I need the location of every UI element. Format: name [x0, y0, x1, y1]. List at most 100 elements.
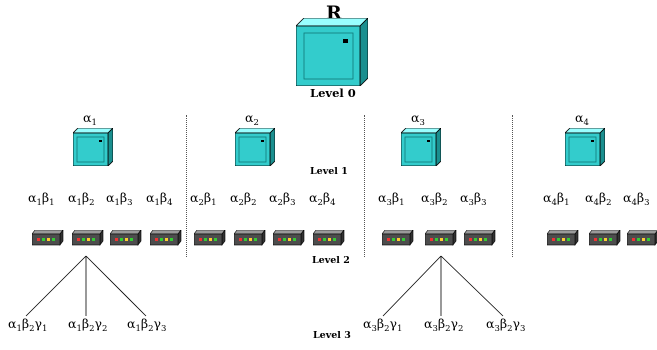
greek-symbol: α	[8, 316, 17, 331]
greek-symbol: β	[437, 316, 446, 331]
greek-symbol: α	[83, 110, 92, 125]
level-2-switch-icon	[234, 230, 266, 246]
level-2-node-label: α2β3	[269, 190, 296, 208]
greek-symbol: γ	[512, 316, 521, 331]
group-separator	[512, 115, 513, 257]
level-3-node-label: α3β2γ2	[424, 316, 464, 334]
greek-symbol: β	[499, 316, 508, 331]
subscript: 1	[211, 198, 217, 208]
greek-symbol: α	[424, 316, 433, 331]
level-1-label: Level 1	[310, 166, 348, 177]
subscript: 2	[148, 324, 154, 334]
greek-symbol: β	[391, 190, 400, 205]
level-1-server-icon	[565, 128, 605, 166]
subscript: 2	[445, 324, 451, 334]
level-2-node-label: α2β1	[190, 190, 217, 208]
greek-symbol: β	[282, 190, 291, 205]
root-server-icon	[296, 18, 368, 86]
subscript: 1	[91, 118, 97, 128]
greek-symbol: β	[636, 190, 645, 205]
level-2-node-label: α4β1	[543, 190, 570, 208]
level-2-node-label: α1β1	[28, 190, 55, 208]
level-2-switch-icon	[110, 230, 142, 246]
level-2-node-label: α3β3	[460, 190, 487, 208]
greek-symbol: α	[146, 190, 155, 205]
subscript: 1	[114, 198, 120, 208]
level-2-switch-icon	[627, 230, 657, 246]
level-1-server-icon	[73, 128, 113, 166]
subscript: 2	[317, 198, 323, 208]
subscript: 2	[606, 198, 612, 208]
subscript: 2	[507, 324, 513, 334]
subscript: 3	[386, 198, 392, 208]
greek-symbol: α	[269, 190, 278, 205]
level-2-node-label: α4β2	[585, 190, 612, 208]
subscript: 2	[458, 324, 464, 334]
subscript: 4	[583, 118, 589, 128]
subscript: 1	[36, 198, 42, 208]
level-2-switch-icon	[194, 230, 226, 246]
subscript: 2	[251, 198, 257, 208]
greek-symbol: α	[585, 190, 594, 205]
greek-symbol: β	[243, 190, 252, 205]
greek-symbol: α	[68, 316, 77, 331]
greek-symbol: α	[230, 190, 239, 205]
greek-symbol: β	[81, 316, 90, 331]
greek-symbol: α	[190, 190, 199, 205]
level-2-node-label: α1β3	[106, 190, 133, 208]
greek-symbol: β	[21, 316, 30, 331]
level-3-node-label: α3β2γ3	[486, 316, 525, 334]
level-2-node-label: α1β4	[146, 190, 173, 208]
subscript: 3	[290, 198, 296, 208]
subscript: 3	[468, 198, 474, 208]
level-1-node-label: α1	[83, 110, 97, 128]
connector-line	[85, 255, 147, 317]
subscript: 2	[277, 198, 283, 208]
level-2-switch-icon	[273, 230, 305, 246]
subscript: 1	[564, 198, 570, 208]
level-2-switch-icon	[382, 230, 414, 246]
greek-symbol: α	[411, 110, 420, 125]
subscript: 2	[89, 198, 95, 208]
greek-symbol: α	[28, 190, 37, 205]
subscript: 3	[419, 118, 425, 128]
greek-symbol: α	[309, 190, 318, 205]
subscript: 2	[102, 324, 108, 334]
greek-symbol: α	[575, 110, 584, 125]
greek-symbol: β	[203, 190, 212, 205]
greek-symbol: γ	[94, 316, 103, 331]
greek-symbol: α	[127, 316, 136, 331]
level-2-switch-icon	[547, 230, 579, 246]
subscript: 2	[384, 324, 390, 334]
greek-symbol: α	[460, 190, 469, 205]
level-1-node-label: α4	[575, 110, 589, 128]
subscript: 2	[29, 324, 35, 334]
level-3-node-label: α3β2γ1	[363, 316, 403, 334]
subscript: 1	[135, 324, 141, 334]
greek-symbol: β	[119, 190, 128, 205]
greek-symbol: α	[486, 316, 495, 331]
subscript: 1	[397, 324, 403, 334]
subscript: 2	[253, 118, 259, 128]
level-3-label: Level 3	[313, 330, 351, 341]
greek-symbol: β	[434, 190, 443, 205]
greek-symbol: γ	[450, 316, 459, 331]
greek-symbol: γ	[389, 316, 398, 331]
level-2-switch-icon	[589, 230, 621, 246]
subscript: 2	[238, 198, 244, 208]
subscript: 3	[429, 198, 435, 208]
level-2-switch-icon	[464, 230, 496, 246]
level-2-node-label: α2β4	[309, 190, 336, 208]
subscript: 3	[127, 198, 133, 208]
level-2-switch-icon	[32, 230, 64, 246]
greek-symbol: α	[543, 190, 552, 205]
greek-symbol: α	[106, 190, 115, 205]
group-separator	[186, 115, 187, 257]
subscript: 1	[76, 198, 82, 208]
connector-line	[440, 255, 504, 317]
subscript: 4	[551, 198, 557, 208]
subscript: 4	[167, 198, 173, 208]
subscript: 1	[16, 324, 22, 334]
